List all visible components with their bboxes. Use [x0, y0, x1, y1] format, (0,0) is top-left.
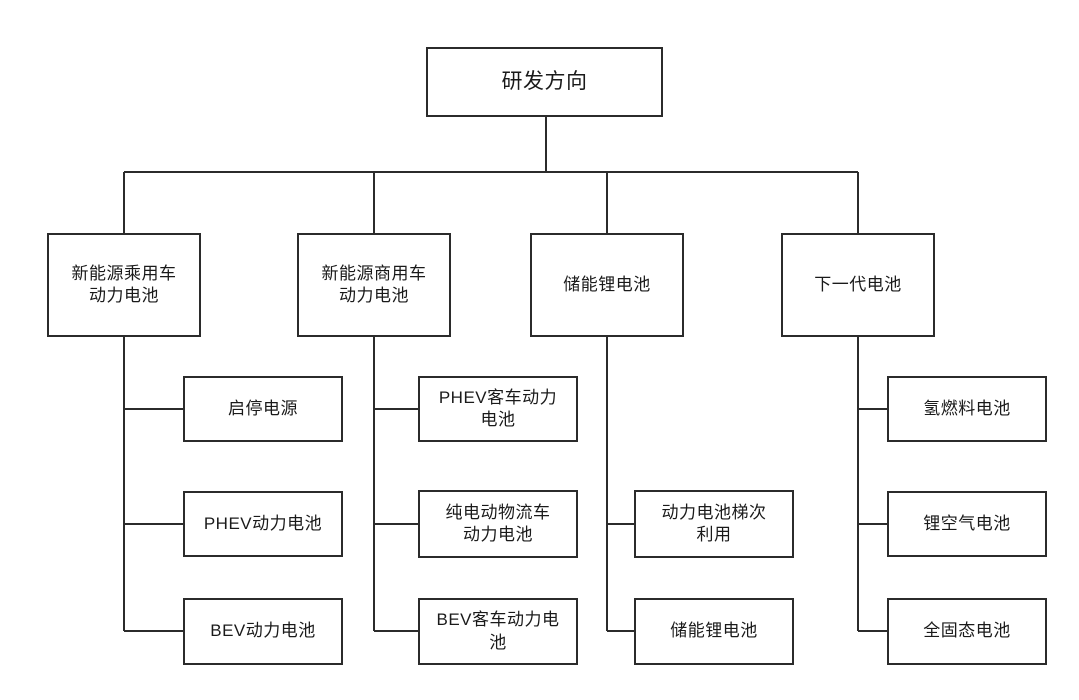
- node-leaf-4-2-label: 锂空气电池: [923, 513, 1011, 533]
- node-leaf-1-3-label: BEV动力电池: [210, 621, 316, 641]
- node-leaf-2-3[interactable]: BEV客车动力电 池: [418, 598, 578, 665]
- node-leaf-2-1-label: PHEV客车动力 电池: [438, 387, 558, 429]
- node-leaf-4-3[interactable]: 全固态电池: [887, 598, 1047, 665]
- node-branch-2-label: 新能源商用车 动力电池: [321, 263, 427, 305]
- node-leaf-3-1-label: 动力电池梯次 利用: [661, 502, 767, 544]
- node-branch-3[interactable]: 储能锂电池: [530, 233, 684, 337]
- node-leaf-1-1-label: 启停电源: [228, 398, 298, 418]
- node-leaf-1-2-label: PHEV动力电池: [203, 513, 323, 533]
- node-branch-4[interactable]: 下一代电池: [781, 233, 935, 337]
- node-leaf-2-2[interactable]: 纯电动物流车 动力电池: [418, 490, 578, 558]
- node-leaf-2-3-label: BEV客车动力电 池: [436, 610, 560, 652]
- node-branch-1-label: 新能源乘用车 动力电池: [71, 263, 177, 305]
- node-leaf-1-2[interactable]: PHEV动力电池: [183, 491, 343, 557]
- node-leaf-3-2[interactable]: 储能锂电池: [634, 598, 794, 665]
- node-leaf-4-3-label: 全固态电池: [923, 621, 1011, 641]
- node-leaf-4-1[interactable]: 氢燃料电池: [887, 376, 1047, 442]
- node-leaf-4-1-label: 氢燃料电池: [923, 398, 1011, 418]
- node-leaf-1-3[interactable]: BEV动力电池: [183, 598, 343, 665]
- node-leaf-1-1[interactable]: 启停电源: [183, 376, 343, 442]
- node-branch-1[interactable]: 新能源乘用车 动力电池: [47, 233, 201, 337]
- node-leaf-4-2[interactable]: 锂空气电池: [887, 491, 1047, 557]
- node-root[interactable]: 研发方向: [426, 47, 663, 117]
- node-leaf-2-1[interactable]: PHEV客车动力 电池: [418, 376, 578, 442]
- node-branch-3-label: 储能锂电池: [563, 274, 651, 294]
- node-branch-2[interactable]: 新能源商用车 动力电池: [297, 233, 451, 337]
- node-root-label: 研发方向: [501, 70, 588, 94]
- node-leaf-2-2-label: 纯电动物流车 动力电池: [445, 502, 551, 544]
- node-leaf-3-1[interactable]: 动力电池梯次 利用: [634, 490, 794, 558]
- node-branch-4-label: 下一代电池: [814, 274, 902, 294]
- node-leaf-3-2-label: 储能锂电池: [670, 621, 758, 641]
